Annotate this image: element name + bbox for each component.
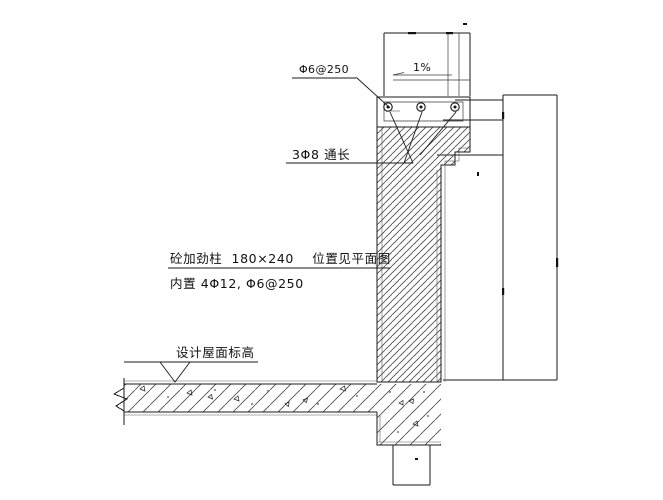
stirrup-label: Φ6@250 bbox=[299, 63, 349, 76]
parapet-hatch bbox=[377, 127, 470, 382]
longbar-leader-2 bbox=[403, 111, 423, 164]
agg-tri-3 bbox=[207, 393, 213, 400]
roof-slab-hatch bbox=[124, 384, 377, 412]
footing-hatch bbox=[377, 384, 441, 445]
slope-callout: 1% bbox=[413, 61, 431, 74]
agg-dot-7 bbox=[389, 391, 391, 393]
slab-aggregate-symbols bbox=[139, 385, 429, 433]
wall-tick-lower bbox=[502, 288, 505, 295]
agg-dot-1 bbox=[167, 396, 169, 398]
agg-dot-8 bbox=[423, 391, 425, 393]
rebar-bar-3-core bbox=[453, 105, 457, 109]
rebar-bar-2-core bbox=[419, 105, 423, 109]
exterior-wall-elevation bbox=[443, 94, 559, 381]
wall-tick-upper bbox=[502, 112, 505, 119]
column-note-callout: 砼加劲柱 180×240 位置见平面图 内置 4Φ12, Φ6@250 bbox=[168, 251, 391, 291]
agg-tri-8 bbox=[398, 399, 404, 406]
agg-tri-5 bbox=[284, 401, 290, 408]
agg-tri-10 bbox=[412, 420, 419, 427]
agg-tri-4 bbox=[233, 395, 240, 402]
top-tie-beam bbox=[376, 96, 471, 128]
wall-tick-right bbox=[556, 258, 559, 267]
agg-dot-6 bbox=[356, 395, 358, 397]
coping-slope-box bbox=[383, 23, 471, 96]
agg-tri-1 bbox=[139, 385, 146, 392]
agg-tri-9 bbox=[408, 398, 414, 405]
agg-dot-9 bbox=[397, 431, 399, 433]
stirrup-rectangle bbox=[383, 101, 464, 122]
longbar-leader-3 bbox=[419, 111, 457, 156]
agg-tri-2 bbox=[186, 389, 193, 396]
longitudinal-bar-callout: 3Φ8 通长 bbox=[286, 111, 457, 164]
level-triangle-symbol bbox=[159, 361, 191, 383]
stirrup-leader-line bbox=[292, 77, 391, 109]
roof-level-label: 设计屋面标高 bbox=[176, 345, 255, 360]
agg-dot-5 bbox=[317, 403, 319, 405]
slab-break-line bbox=[112, 378, 129, 425]
stub-tick bbox=[415, 458, 418, 460]
rebar-bar-1-core bbox=[386, 105, 390, 109]
longitudinal-bar-label: 3Φ8 通长 bbox=[292, 147, 350, 162]
parapet-outline bbox=[376, 126, 471, 383]
stirrup-callout: Φ6@250 bbox=[292, 63, 391, 109]
coping-tick-a bbox=[408, 32, 416, 35]
agg-tri-6 bbox=[302, 397, 308, 404]
roof-slab bbox=[124, 380, 441, 486]
wall-tick-inner bbox=[477, 172, 479, 176]
agg-dot-4 bbox=[267, 390, 269, 392]
agg-dot-3 bbox=[251, 403, 253, 405]
roof-level-callout: 设计屋面标高 bbox=[124, 345, 258, 383]
agg-dot-10 bbox=[427, 415, 429, 417]
break-line-zigzag bbox=[112, 387, 129, 412]
tie-beam-outline bbox=[376, 96, 471, 128]
slope-label: 1% bbox=[413, 61, 431, 74]
column-note-line-1: 砼加劲柱 180×240 位置见平面图 bbox=[170, 251, 391, 266]
slope-arrow-head bbox=[392, 72, 405, 76]
footing-outline bbox=[376, 412, 441, 446]
coping-tick-b bbox=[446, 32, 453, 35]
coping-tick-c bbox=[463, 23, 467, 25]
concrete-parapet-wall bbox=[376, 126, 471, 383]
longbar-leader-1 bbox=[389, 111, 414, 164]
column-note-line-2: 内置 4Φ12, Φ6@250 bbox=[170, 276, 304, 291]
agg-tri-7 bbox=[339, 385, 346, 392]
agg-dot-2 bbox=[214, 389, 216, 391]
